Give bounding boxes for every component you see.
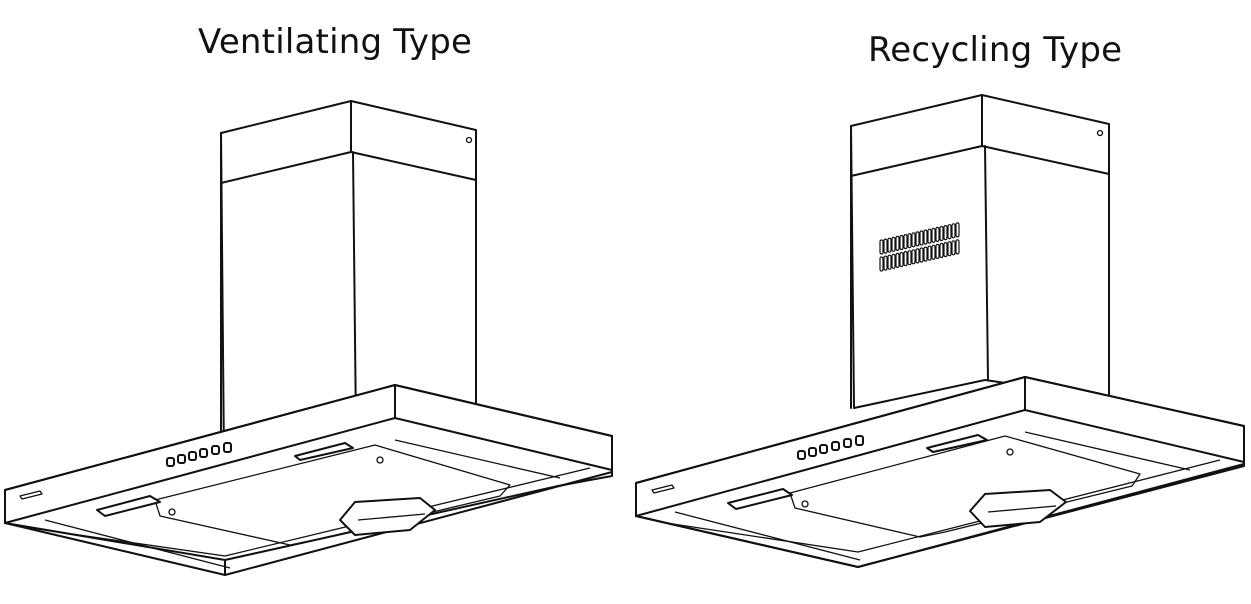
- control-button: [177, 454, 186, 464]
- vent-slot: [931, 227, 936, 243]
- vent-slot: [907, 233, 912, 249]
- vent-slot: [927, 228, 932, 244]
- vent-slot: [951, 240, 956, 256]
- vent-slot: [907, 250, 912, 266]
- canopy-right: [635, 376, 1245, 568]
- vent-slot: [927, 245, 932, 261]
- vent-slot: [939, 225, 944, 242]
- ventilating-type-title: Ventilating Type: [198, 22, 473, 62]
- control-button: [797, 450, 806, 460]
- vent-slot: [935, 243, 940, 259]
- vent-slot: [923, 229, 928, 245]
- vent-slot: [879, 256, 884, 272]
- control-button: [223, 442, 232, 453]
- control-button: [211, 445, 220, 455]
- vent-slot: [895, 235, 900, 251]
- control-button: [188, 451, 197, 461]
- control-panel-left: [166, 442, 232, 467]
- vent-slot: [891, 236, 896, 252]
- vent-slot: [947, 241, 952, 257]
- vent-slot: [911, 232, 916, 248]
- chimney-vent-slots: [879, 222, 960, 272]
- vent-slot: [911, 249, 916, 265]
- vent-slot: [899, 234, 904, 251]
- control-button: [808, 447, 817, 457]
- vent-slot: [955, 239, 960, 255]
- recycling-hood: [635, 94, 1245, 568]
- vent-slot: [919, 230, 924, 246]
- control-button: [819, 444, 828, 454]
- control-button: [199, 448, 208, 458]
- vent-slot: [879, 239, 884, 255]
- vent-slot: [919, 247, 924, 263]
- control-button: [843, 438, 852, 448]
- vent-slot: [947, 224, 952, 240]
- vent-slot: [915, 231, 920, 247]
- vent-slot: [903, 234, 908, 250]
- vent-slot: [943, 242, 948, 258]
- vent-slot: [939, 242, 944, 259]
- vent-slot: [951, 223, 956, 239]
- control-panel-right: [797, 435, 864, 460]
- vent-slot: [955, 222, 960, 238]
- vent-slot: [931, 244, 936, 260]
- vent-slot: [915, 248, 920, 264]
- vent-slot: [887, 237, 892, 253]
- canopy-left: [4, 384, 613, 576]
- vent-slot: [895, 252, 900, 268]
- vent-slot: [943, 225, 948, 241]
- vent-slot: [899, 251, 904, 268]
- vent-slot: [935, 226, 940, 242]
- ventilating-hood: [4, 100, 613, 576]
- control-button: [166, 457, 175, 467]
- control-button: [831, 441, 840, 451]
- recycling-type-title: Recycling Type: [868, 30, 1123, 70]
- vent-slot: [883, 238, 888, 254]
- vent-slot: [883, 255, 888, 271]
- control-button: [855, 435, 864, 446]
- vent-slot: [903, 251, 908, 267]
- vent-slot: [923, 246, 928, 262]
- vent-slot: [891, 253, 896, 269]
- vent-slot: [887, 254, 892, 270]
